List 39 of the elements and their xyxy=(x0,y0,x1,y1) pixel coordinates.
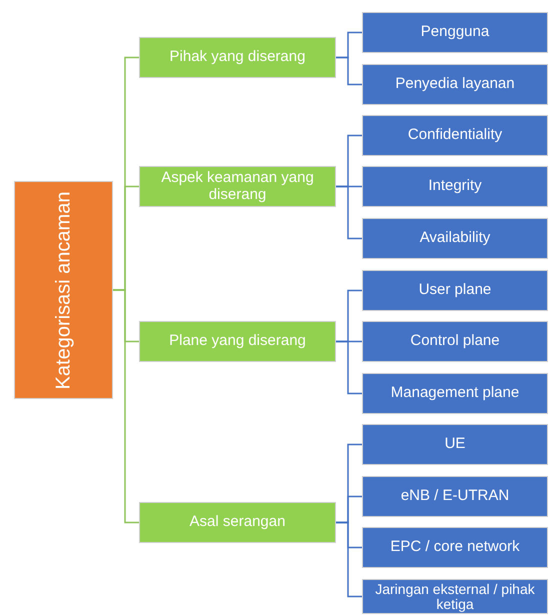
node-label: Aspek keamanan yang diserang xyxy=(160,170,315,203)
node-label: Control plane xyxy=(409,333,501,350)
connector-line xyxy=(113,289,139,524)
item-box xyxy=(362,527,548,568)
node-label: Kategorisasi ancaman xyxy=(52,191,75,389)
node-label: Pihak yang diserang xyxy=(168,49,306,66)
node-label: Jaringan eksternal / pihak ketiga xyxy=(374,582,536,612)
item-box xyxy=(362,476,548,517)
node-label: User plane xyxy=(418,282,492,299)
node-label: Availability xyxy=(418,230,492,247)
connector-line xyxy=(336,186,362,240)
item-box xyxy=(362,64,548,105)
category-box xyxy=(139,37,336,78)
connector-line xyxy=(336,56,362,86)
category-box xyxy=(139,502,336,543)
category-box xyxy=(14,181,113,399)
connector-line xyxy=(336,340,362,394)
item-box xyxy=(362,579,548,614)
node-label: Pengguna xyxy=(420,24,490,41)
item-box xyxy=(362,115,548,156)
node-label: Penyedia layanan xyxy=(394,76,516,93)
item-box xyxy=(362,373,548,414)
item-box xyxy=(362,424,548,465)
item-box xyxy=(362,218,548,259)
item-box xyxy=(362,166,548,207)
category-box xyxy=(139,321,336,362)
node-label: eNB / E-UTRAN xyxy=(400,488,510,505)
node-label: Asal serangan xyxy=(188,514,286,531)
connector-line xyxy=(336,522,362,598)
node-label: Plane yang diserang xyxy=(168,333,307,350)
item-box xyxy=(362,321,548,362)
node-label: EPC / core network xyxy=(389,539,521,556)
category-box xyxy=(139,166,336,207)
node-label: Integrity xyxy=(427,178,483,195)
node-label: Management plane xyxy=(390,385,520,402)
node-label: UE xyxy=(444,436,466,453)
node-label: Confidentiality xyxy=(406,127,504,144)
item-box xyxy=(362,270,548,311)
item-box xyxy=(362,12,548,53)
